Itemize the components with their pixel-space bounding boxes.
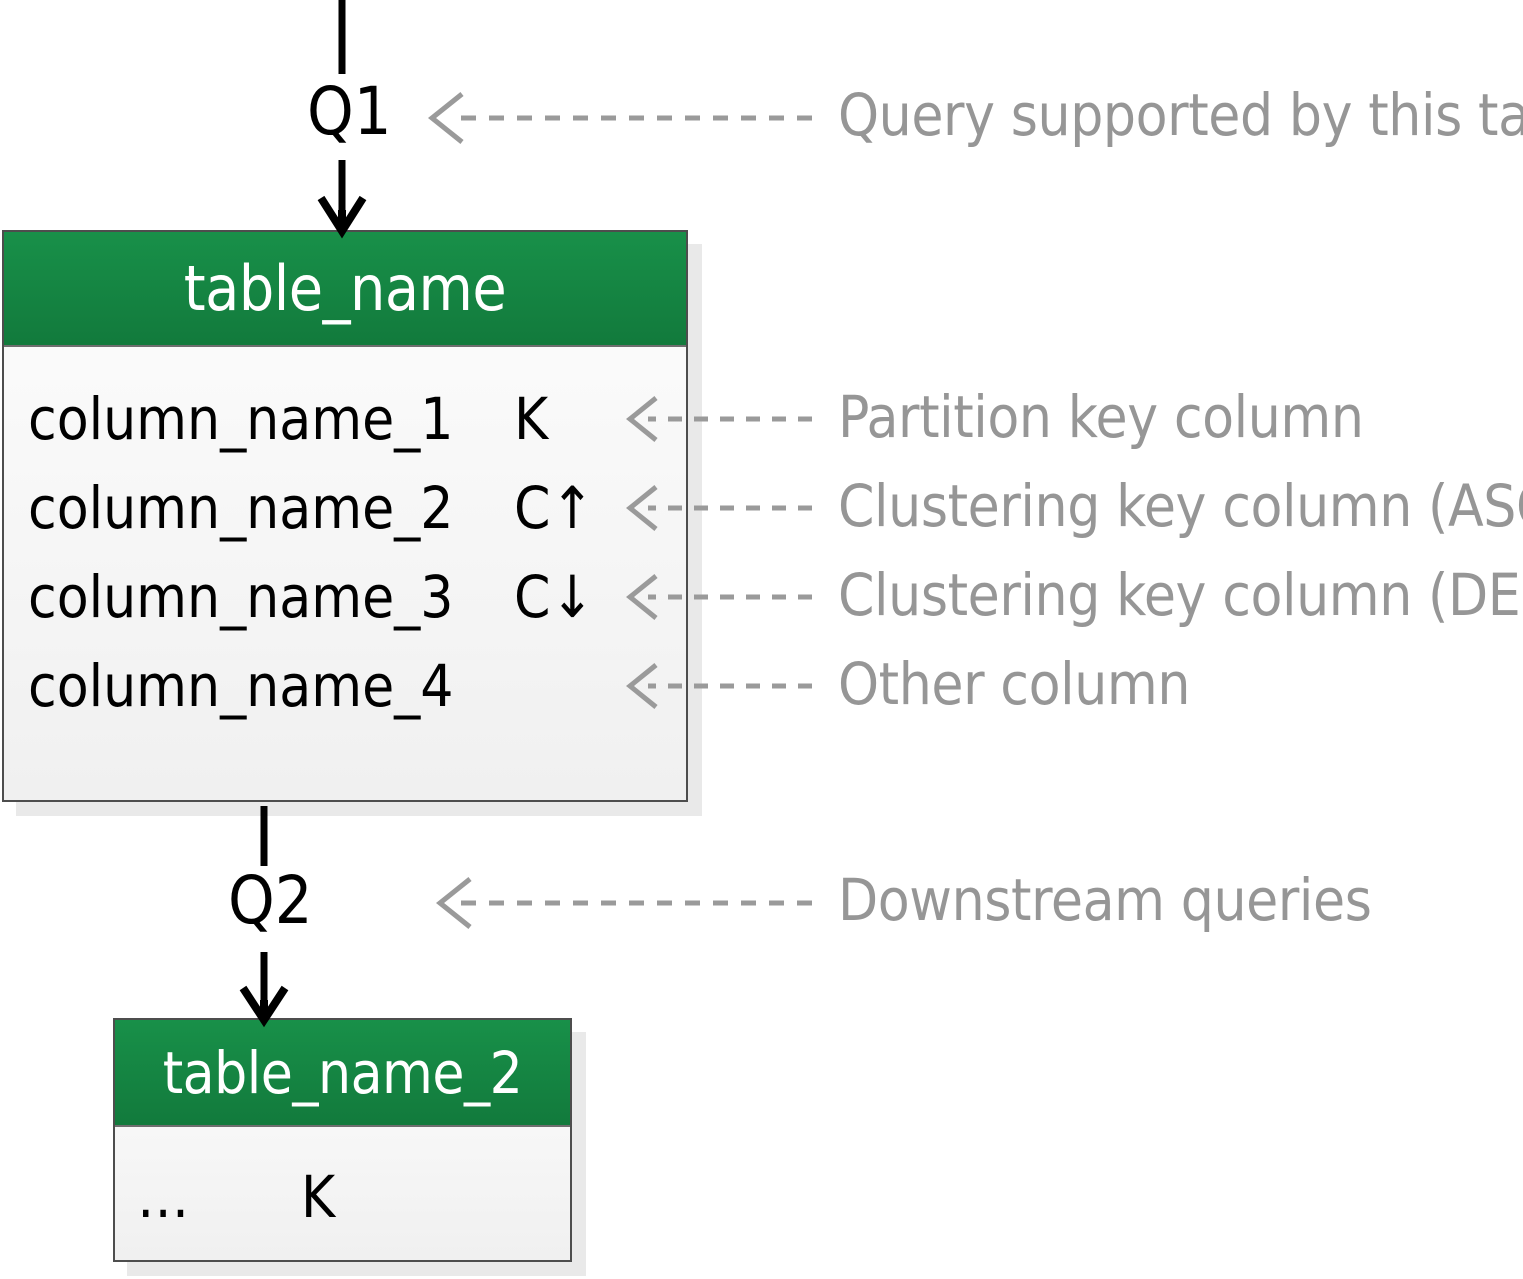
column-name: column_name_1 xyxy=(28,385,454,453)
table-title-main: table_name xyxy=(183,251,507,325)
column-key-marker: C↓ xyxy=(514,563,595,631)
column-name: column_name_4 xyxy=(28,652,454,720)
annotation-clustering-asc: Clustering key column (ASC) xyxy=(838,472,1523,540)
query-label-q1: Q1 xyxy=(307,73,392,150)
table-title-downstream: table_name_2 xyxy=(162,1038,523,1107)
column-name: … xyxy=(137,1163,190,1231)
card-frame: table_name xyxy=(2,230,688,802)
column-key-marker: K xyxy=(301,1163,336,1231)
column-key-marker: C↑ xyxy=(514,474,595,542)
query-label-q2: Q2 xyxy=(228,862,313,939)
annotation-partition-key: Partition key column xyxy=(838,383,1364,451)
annotation-other-column: Other column xyxy=(838,650,1191,718)
column-name: column_name_2 xyxy=(28,474,454,542)
annotation-query-supported: Query supported by this table xyxy=(838,81,1523,149)
table-header-downstream: table_name_2 xyxy=(115,1020,570,1127)
table-card-main[interactable]: table_name column_name_1 K column_name_2… xyxy=(2,230,702,816)
column-name: column_name_3 xyxy=(28,563,454,631)
leader-downstream-queries xyxy=(435,877,812,929)
card-frame: table_name_2 xyxy=(113,1018,572,1262)
annotation-downstream-queries: Downstream queries xyxy=(838,866,1372,934)
annotation-clustering-desc: Clustering key column (DESC) xyxy=(838,561,1523,629)
leader-query-supported xyxy=(427,92,812,144)
column-key-marker: K xyxy=(514,385,549,453)
table-card-downstream[interactable]: table_name_2 … K xyxy=(113,1018,586,1276)
table-header-main: table_name xyxy=(4,232,686,347)
